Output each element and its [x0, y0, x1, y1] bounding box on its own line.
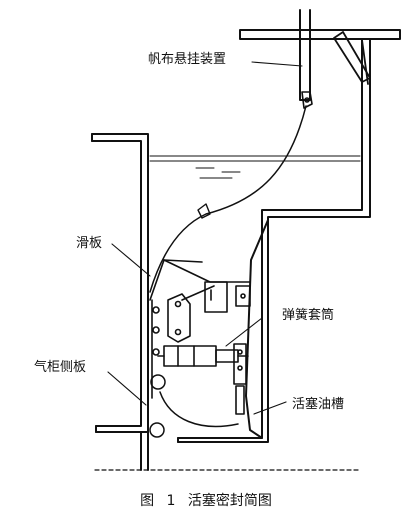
- label-tank-side-plate: 气柜侧板: [34, 360, 87, 375]
- canvas-clamp: [197, 203, 211, 219]
- spring-sleeve: [157, 345, 249, 367]
- caption-prefix: 图: [140, 493, 155, 509]
- liquid-level: [149, 155, 361, 179]
- label-canvas-hanger: 帆布悬挂装置: [148, 52, 227, 67]
- roller-weights: [149, 374, 166, 438]
- tank-side-wall: [91, 133, 149, 471]
- leader-lines: [107, 61, 303, 415]
- label-spring-sleeve: 弹簧套筒: [282, 308, 335, 323]
- caption-title: 活塞密封简图: [187, 493, 272, 509]
- figure-caption: 图 1 活塞密封简图: [0, 490, 412, 510]
- arm-linkage: [167, 285, 215, 343]
- canvas-hanger-bracket: [301, 91, 313, 109]
- seal-arc: [159, 391, 239, 428]
- slide-plate-assembly: [147, 259, 251, 399]
- label-piston-oil-groove: 活塞油槽: [292, 397, 345, 412]
- caption-number: 1: [166, 493, 176, 509]
- oil-groove-bracket: [233, 343, 247, 415]
- top-beam: [239, 9, 401, 101]
- label-slide-plate: 滑板: [76, 236, 103, 251]
- piston-body: [177, 39, 371, 443]
- canvas-sheet: [149, 105, 307, 293]
